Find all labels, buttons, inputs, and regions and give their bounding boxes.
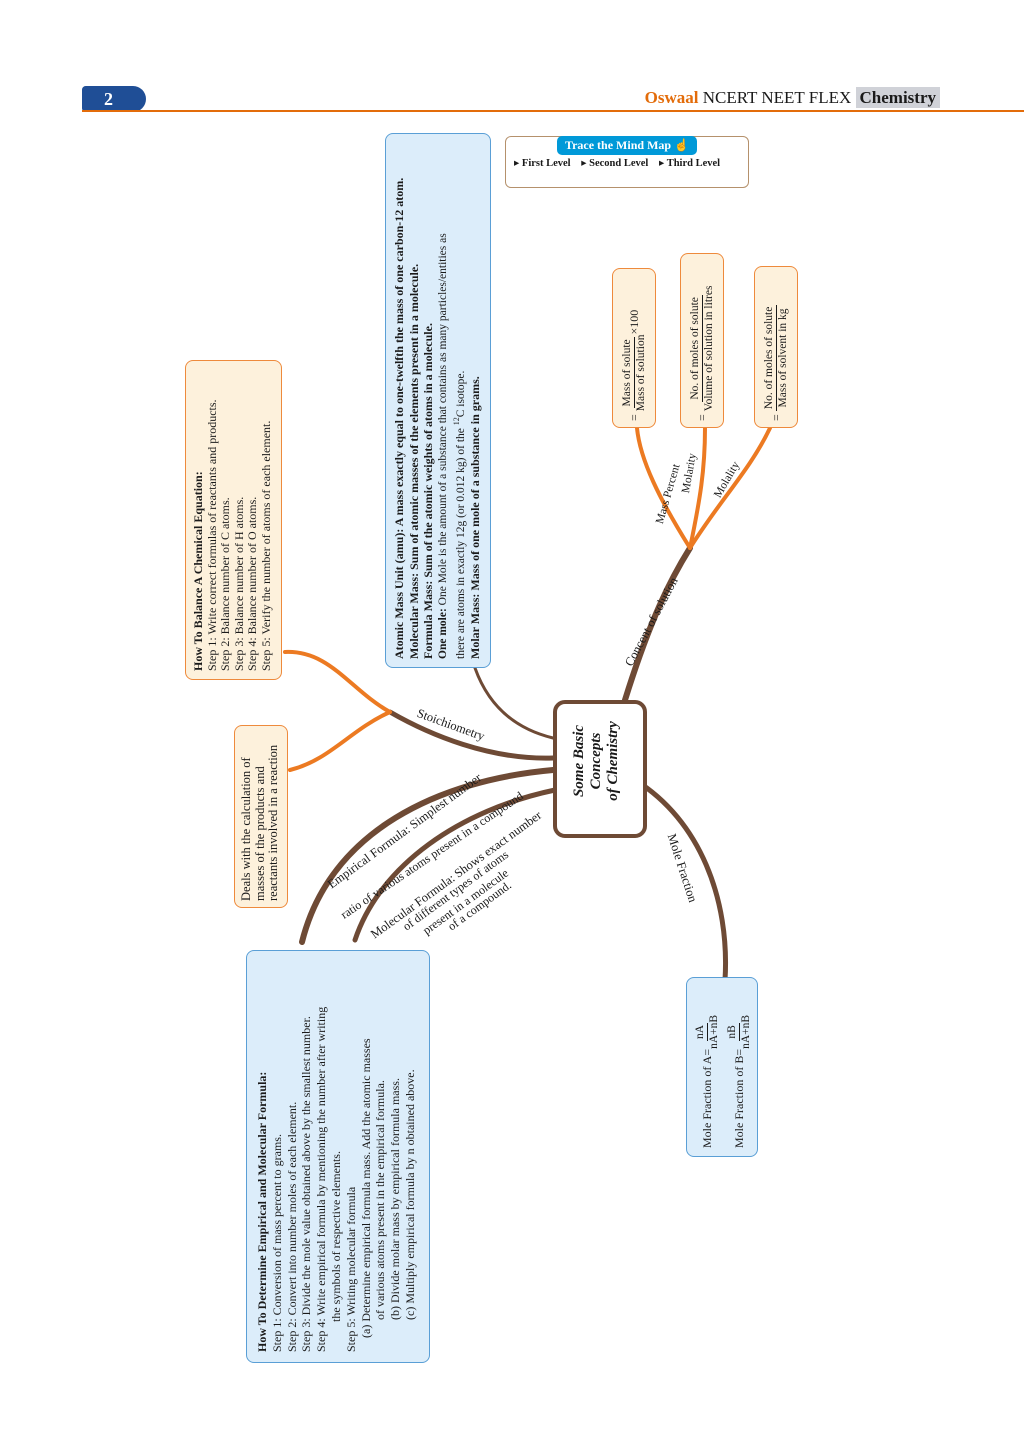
sub-branch-stoich-def	[288, 710, 392, 772]
def-formula-mass: Formula Mass: Sum of the atomic weights …	[421, 323, 435, 659]
legend: Trace the Mind Map ☝ ▸ First Level ▸ Sec…	[505, 136, 749, 188]
page-number: 2	[82, 86, 146, 112]
molarity-box: = No. of moles of solute Volume of solut…	[680, 253, 724, 428]
pointer-icon: ☝	[671, 138, 690, 152]
empirical-line: Step 2: Convert into number moles of eac…	[284, 1101, 299, 1352]
balance-step: Step 1: Write correct formulas of reacta…	[204, 399, 219, 671]
running-header: Oswaal NCERT NEET FLEX Chemistry	[644, 87, 940, 108]
balance-step: Step 5: Verify the number of atoms of ea…	[258, 420, 273, 671]
branch-concent	[622, 545, 693, 703]
def-amu: Atomic Mass Unit (amu): A mass exactly e…	[392, 177, 406, 659]
stoichiometry-box: Deals with the calculation of masses of …	[234, 725, 288, 908]
branch-stoichiometry	[387, 709, 556, 761]
brand-name: Oswaal	[644, 88, 699, 107]
legend-second-level: ▸ Second Level	[581, 158, 649, 169]
stoich-line: masses of the products and	[252, 766, 267, 901]
def-one-mole: One mole: One Mole is the amount of a su…	[436, 233, 449, 659]
empirical-line: Step 1: Conversion of mass percent to gr…	[269, 1134, 284, 1352]
branch-definitions	[473, 666, 555, 740]
definitions-box: Atomic Mass Unit (amu): A mass exactly e…	[385, 133, 491, 668]
empirical-line: (b) Divide molar mass by empirical formu…	[388, 1078, 403, 1320]
legend-third-level: ▸ Third Level	[658, 158, 721, 169]
molarity-fraction: No. of moles of solute Volume of solutio…	[688, 285, 715, 412]
branch-empirical	[299, 767, 556, 945]
empirical-line: Step 4: Write empirical formula by menti…	[314, 1006, 329, 1352]
central-node	[553, 700, 647, 838]
branch-mole-fraction	[632, 777, 729, 983]
stoich-line: Deals with the calculation of	[239, 757, 253, 901]
balance-title: How To Balance A Chemical Equation:	[191, 471, 205, 671]
molality-fraction: No. of moles of solute Mass of solvent i…	[762, 304, 789, 412]
mass-percent-box: = Mass of solute Mass of solution ×100	[612, 268, 656, 428]
balance-equation-box: How To Balance A Chemical Equation: Step…	[185, 360, 282, 680]
sub-branch-mass-percent	[635, 426, 692, 550]
molality-box: = No. of moles of solute Mass of solvent…	[754, 266, 798, 428]
sub-branch-molality	[688, 426, 772, 550]
legend-title: Trace the Mind Map ☝	[557, 136, 697, 155]
def-molecular-mass: Molecular Mass: Sum of atomic masses of …	[406, 263, 421, 659]
central-title: Some Basic Concepts of Chemistry	[571, 721, 621, 801]
mass-percent-fraction: Mass of solute Mass of solution	[620, 334, 647, 412]
empirical-title: How To Determine Empirical and Molecular…	[255, 1071, 269, 1352]
def-molar-mass: Molar Mass: Mass of one mole of a substa…	[468, 376, 483, 659]
subject-name: Chemistry	[855, 87, 940, 108]
balance-step: Step 3: Balance number of H atoms.	[231, 496, 246, 671]
legend-first-level: ▸ First Level	[514, 158, 571, 169]
series-name: NCERT NEET FLEX	[702, 88, 852, 107]
branch-molecular	[352, 787, 558, 943]
empirical-line: the symbols of respective elements.	[328, 1151, 343, 1322]
sub-branch-balance	[283, 649, 392, 714]
balance-step: Step 4: Balance number of O atoms.	[245, 496, 259, 671]
empirical-line: Step 5: Writing molecular formula	[343, 1186, 358, 1352]
empirical-line: of various atoms present in the empirica…	[373, 1080, 388, 1320]
header-rule	[82, 110, 1024, 112]
balance-step: Step 2: Balance number of C atoms.	[218, 497, 232, 671]
empirical-line: (a) Determine empirical formula mass. Ad…	[358, 1038, 373, 1338]
stoich-line: reactants involved in a reaction	[266, 744, 280, 901]
empirical-line: Step 3: Divide the mole value obtained a…	[299, 1016, 314, 1352]
sub-branch-molarity	[688, 426, 707, 550]
empirical-line: (c) Multiply empirical formula by n obta…	[402, 1069, 417, 1320]
def-one-mole-cont: there are atoms in exactly 12g (or 0.012…	[452, 370, 467, 659]
empirical-formula-box: How To Determine Empirical and Molecular…	[246, 950, 430, 1363]
